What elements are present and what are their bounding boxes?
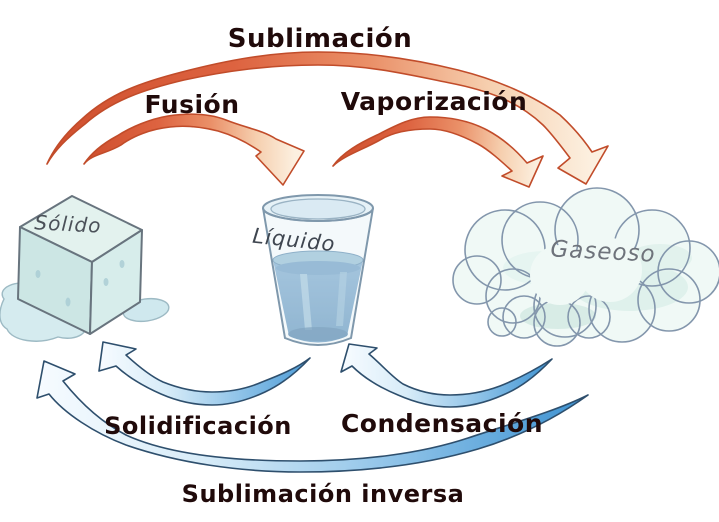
gas-cloud bbox=[452, 187, 719, 347]
sublimacion-arrow bbox=[46, 51, 609, 185]
water-highlight bbox=[300, 274, 312, 330]
label-sublimacion-inversa: Sublimación inversa bbox=[181, 480, 465, 508]
label-fusion: Fusión bbox=[144, 90, 240, 119]
solidificacion-arrow bbox=[98, 341, 311, 406]
cloud-inner-mask bbox=[530, 238, 642, 305]
label-sublimacion: Sublimación bbox=[227, 24, 413, 54]
label-solidificacion: Solidificación bbox=[104, 412, 292, 440]
ice-cube-right-face bbox=[89, 229, 143, 335]
glass-bottom-inner bbox=[288, 327, 348, 341]
solid-ice-cube bbox=[0, 195, 170, 342]
water-highlight-2 bbox=[336, 272, 347, 326]
ice-droplets bbox=[35, 260, 125, 307]
glass-body bbox=[262, 207, 374, 346]
water-surface-shade bbox=[276, 261, 360, 275]
liquid-water-glass bbox=[262, 194, 374, 346]
vaporizacion-arrow bbox=[332, 116, 544, 188]
condensacion-arrow bbox=[340, 343, 553, 408]
sublimacion-inversa-arrow bbox=[36, 360, 589, 473]
label-state-solido: Sólido bbox=[33, 210, 103, 238]
label-condensacion: Condensación bbox=[340, 409, 544, 438]
label-state-gaseoso: Gaseoso bbox=[549, 236, 657, 268]
glass-rim-inner bbox=[270, 198, 366, 220]
label-vaporizacion: Vaporización bbox=[340, 87, 528, 116]
fusion-arrow bbox=[83, 113, 305, 186]
